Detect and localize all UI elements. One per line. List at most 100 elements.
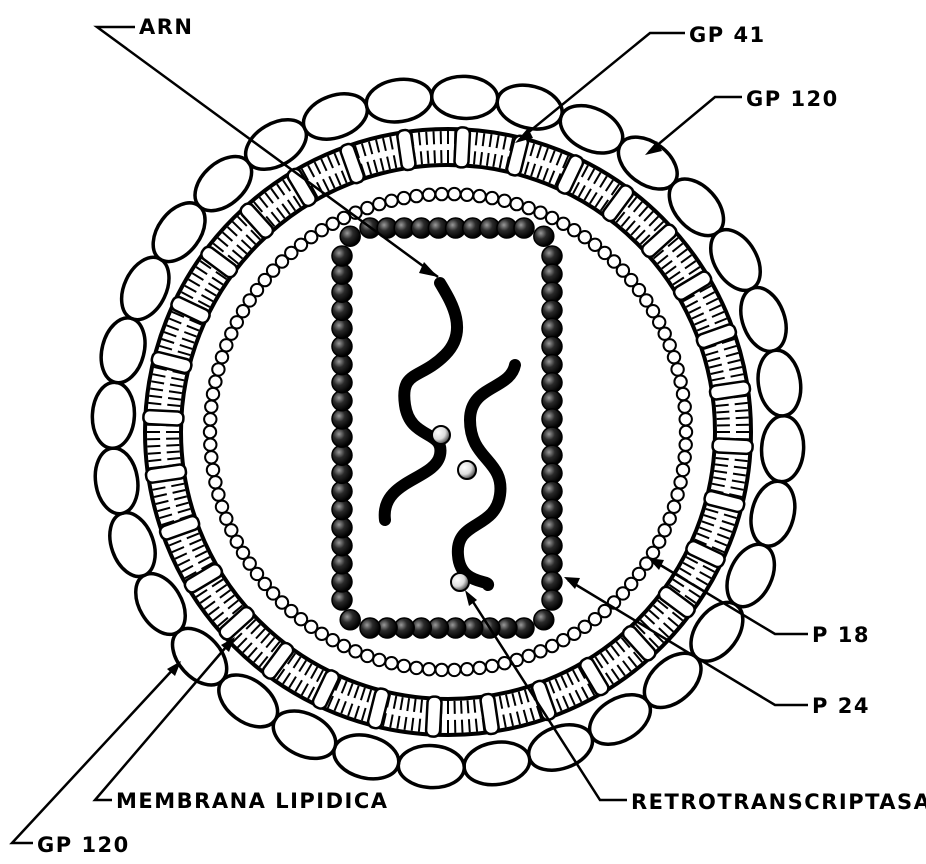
p18-bead [361, 202, 373, 214]
p18-bead [209, 476, 221, 488]
p18-bead [204, 413, 216, 425]
p24-bead [542, 554, 562, 574]
gp120-knob [329, 728, 403, 785]
p24-bead [542, 300, 562, 320]
p18-bead [410, 190, 422, 202]
p18-bead [668, 351, 680, 363]
p24-bead [360, 618, 380, 638]
gp41-stem [695, 323, 737, 350]
p24-bead [332, 572, 352, 592]
p18-bead [498, 195, 510, 207]
p18-bead [205, 401, 217, 413]
p18-bead [398, 192, 410, 204]
p18-bead [448, 188, 460, 200]
p18-bead [216, 351, 228, 363]
p24-bead [542, 264, 562, 284]
p24-bead [332, 427, 352, 447]
gp120-knob [91, 445, 142, 516]
p24-bead [332, 373, 352, 393]
p18-bead [671, 488, 683, 500]
p18-bead [373, 198, 385, 210]
p24-bead [332, 246, 352, 266]
p18-bead [204, 439, 216, 451]
gp120-top-leader [649, 97, 742, 152]
p24-bead [542, 481, 562, 501]
gp120-knob [297, 86, 373, 148]
gp120-knob [397, 744, 465, 789]
rna-strands [385, 283, 515, 591]
reverse-transcriptase-ball [458, 461, 476, 479]
arn-leader [97, 27, 438, 277]
p18-bead [436, 664, 448, 676]
p18-bead [448, 664, 460, 676]
gp120-knob [102, 506, 164, 582]
p24-bead [332, 318, 352, 338]
p18-bead [473, 190, 485, 202]
gp41-stem [709, 381, 751, 401]
p18-bead [225, 524, 237, 536]
gp120-knob [754, 347, 805, 418]
p24-bead [542, 463, 562, 483]
gp41-stem [397, 129, 417, 171]
p18-bead [209, 376, 221, 388]
p24-bead [542, 373, 562, 393]
p24-bead [332, 590, 352, 610]
p24-bead [542, 427, 562, 447]
p24-bead [534, 610, 554, 630]
p18-bead [220, 513, 232, 525]
reverse-transcriptase-ball [432, 426, 450, 444]
p18-bead [674, 476, 686, 488]
p24-bead [332, 536, 352, 556]
p24-bead [332, 300, 352, 320]
p24-bead [340, 226, 360, 246]
p18-bead [212, 363, 224, 375]
gp41-stem [480, 693, 500, 735]
p24-bead [332, 518, 352, 538]
p24-bead [542, 355, 562, 375]
p18-bead [679, 401, 691, 413]
reverse-transcriptase-ball [451, 573, 469, 591]
p24-bead [514, 218, 534, 238]
label-p18: P 18 [812, 623, 870, 647]
p24-bead [332, 337, 352, 357]
p18-bead [349, 645, 361, 657]
label-p24: P 24 [812, 694, 870, 718]
p18-bead [677, 464, 689, 476]
p18-bead [436, 188, 448, 200]
p18-bead [207, 388, 219, 400]
gp41-stem [530, 679, 557, 721]
p18-bead [659, 328, 671, 340]
p18-bead [523, 650, 535, 662]
label-gp41: GP 41 [689, 23, 766, 47]
p18-bead [534, 645, 546, 657]
gp120-knob [91, 381, 136, 449]
p24-bead [542, 445, 562, 465]
p24-bead [340, 610, 360, 630]
p18-bead [410, 662, 422, 674]
p18-bead [361, 650, 373, 662]
p18-bead [423, 189, 435, 201]
p18-bead [679, 451, 691, 463]
gp120-knob [744, 477, 801, 551]
p24-bead [534, 226, 554, 246]
p24-bead [332, 463, 352, 483]
p18-bead [677, 388, 689, 400]
p18-bead [205, 451, 217, 463]
gp120-knob [493, 79, 567, 136]
gp120-knob [461, 738, 532, 789]
p24-bead [542, 391, 562, 411]
p18-bead [207, 464, 219, 476]
p18-bead [423, 663, 435, 675]
p18-bead [204, 426, 216, 438]
p18-bead [398, 660, 410, 672]
p18-bead [461, 189, 473, 201]
gp41-stem [145, 464, 187, 484]
p24-bead [542, 590, 562, 610]
gp120-knob [733, 281, 795, 357]
gp41-stem [454, 127, 470, 168]
p18-bead [373, 654, 385, 666]
p18-bead [486, 192, 498, 204]
p18-bead [220, 339, 232, 351]
p24-bead [542, 282, 562, 302]
